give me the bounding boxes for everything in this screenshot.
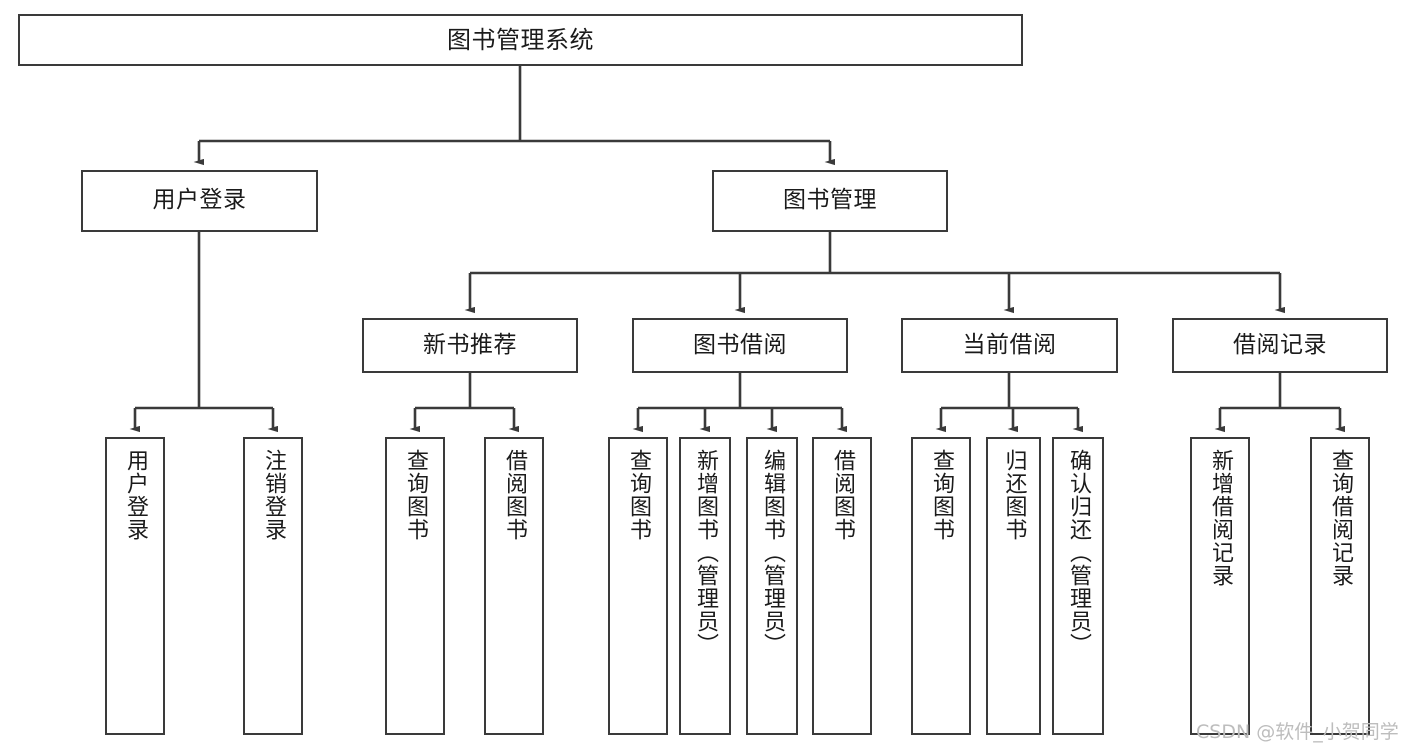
node-leaf-borrow-book-1-label: 借阅图书 (501, 449, 527, 541)
node-leaf-user-login[interactable]: 用户登录 (105, 437, 165, 735)
node-leaf-borrow-book-1[interactable]: 借阅图书 (484, 437, 544, 735)
node-new-book-recommend[interactable]: 新书推荐 (362, 318, 578, 373)
node-book-manage[interactable]: 图书管理 (712, 170, 948, 232)
node-leaf-edit-book[interactable]: 编辑图书（管理员） (746, 437, 798, 735)
node-leaf-borrow-book-2-label: 借阅图书 (829, 449, 855, 541)
node-leaf-logout-label: 注销登录 (260, 449, 286, 541)
node-leaf-query-record[interactable]: 查询借阅记录 (1310, 437, 1370, 735)
node-leaf-return-book[interactable]: 归还图书 (986, 437, 1041, 735)
node-leaf-user-login-label: 用户登录 (122, 449, 148, 541)
csdn-watermark: CSDN @软件_小贺同学 (1196, 721, 1399, 743)
node-current-borrow-label: 当前借阅 (962, 331, 1057, 358)
node-leaf-logout[interactable]: 注销登录 (243, 437, 303, 735)
node-leaf-query-book-3[interactable]: 查询图书 (911, 437, 971, 735)
node-book-manage-label: 图书管理 (783, 187, 877, 214)
node-leaf-add-book-label: 新增图书（管理员） (692, 449, 718, 656)
node-root-label: 图书管理系统 (447, 25, 594, 54)
node-user-login[interactable]: 用户登录 (81, 170, 318, 232)
node-new-book-recommend-label: 新书推荐 (423, 331, 517, 358)
node-book-borrow[interactable]: 图书借阅 (632, 318, 848, 373)
node-leaf-confirm-return-label: 确认归还（管理员） (1065, 449, 1091, 656)
node-root[interactable]: 图书管理系统 (18, 14, 1023, 66)
node-leaf-query-book-2[interactable]: 查询图书 (608, 437, 668, 735)
node-leaf-query-record-label: 查询借阅记录 (1327, 449, 1353, 587)
node-leaf-query-book-1-label: 查询图书 (402, 449, 428, 541)
node-current-borrow[interactable]: 当前借阅 (901, 318, 1118, 373)
node-leaf-return-book-label: 归还图书 (1001, 449, 1027, 541)
node-leaf-borrow-book-2[interactable]: 借阅图书 (812, 437, 872, 735)
node-leaf-add-record[interactable]: 新增借阅记录 (1190, 437, 1250, 735)
node-leaf-add-book[interactable]: 新增图书（管理员） (679, 437, 731, 735)
node-leaf-query-book-2-label: 查询图书 (625, 449, 651, 541)
node-borrow-record-label: 借阅记录 (1233, 331, 1327, 358)
node-borrow-record[interactable]: 借阅记录 (1172, 318, 1388, 373)
node-user-login-label: 用户登录 (152, 187, 247, 214)
node-leaf-confirm-return[interactable]: 确认归还（管理员） (1052, 437, 1104, 735)
node-leaf-query-book-1[interactable]: 查询图书 (385, 437, 445, 735)
node-leaf-query-book-3-label: 查询图书 (928, 449, 954, 541)
node-leaf-add-record-label: 新增借阅记录 (1207, 449, 1233, 587)
node-book-borrow-label: 图书借阅 (693, 331, 787, 358)
node-leaf-edit-book-label: 编辑图书（管理员） (759, 449, 785, 656)
